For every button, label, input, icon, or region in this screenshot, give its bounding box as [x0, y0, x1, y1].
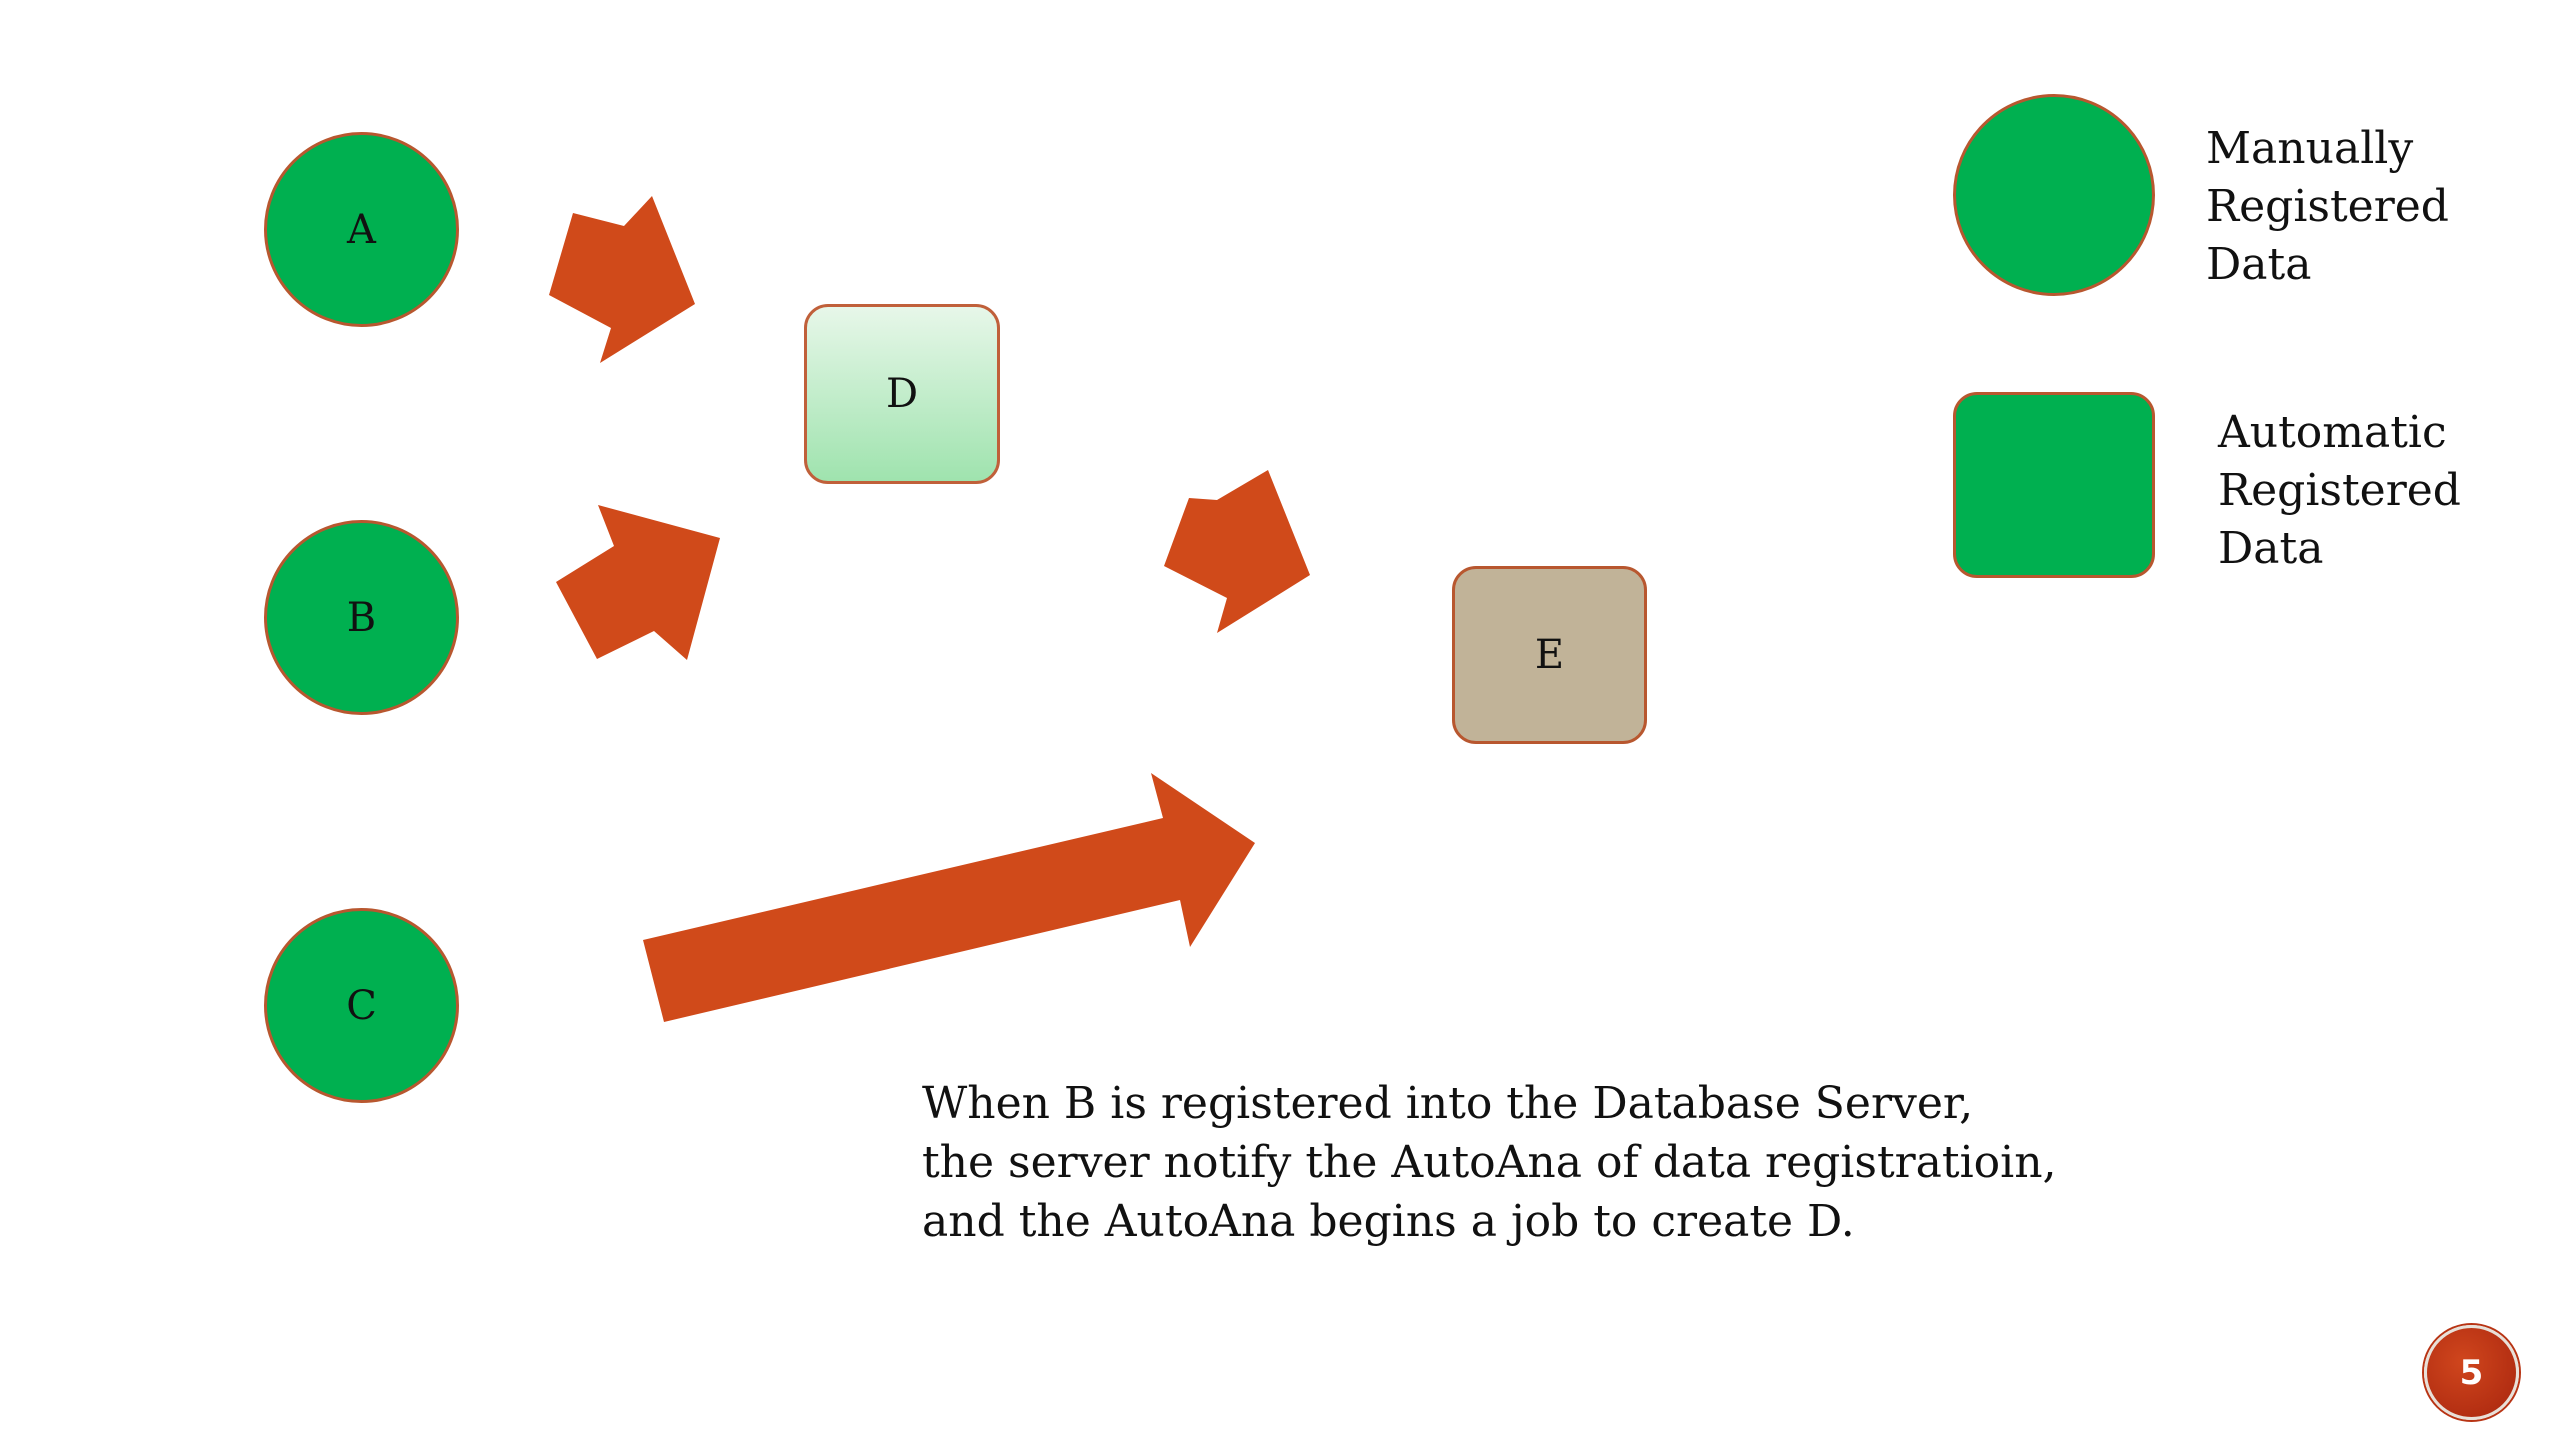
- node-d: D: [804, 304, 1000, 484]
- node-c: C: [264, 908, 459, 1103]
- legend-manual-line: Registered: [2206, 181, 2449, 232]
- page-number: 5: [2459, 1352, 2484, 1393]
- caption-line: the server notify the AutoAna of data re…: [922, 1137, 2057, 1188]
- legend-manual-line: Manually: [2206, 123, 2414, 174]
- node-d-label: D: [885, 371, 919, 417]
- node-a-label: A: [347, 206, 376, 253]
- legend-automatic-line: Registered: [2218, 465, 2461, 516]
- caption-line: When B is registered into the Database S…: [922, 1078, 1974, 1129]
- legend-automatic-label: Automatic Registered Data: [2218, 404, 2461, 578]
- arrow-b-to-d: [556, 505, 720, 660]
- legend-manual-label: Manually Registered Data: [2206, 120, 2449, 294]
- arrow-c-to-e: [643, 773, 1255, 1022]
- node-b-label: B: [346, 594, 377, 641]
- legend-automatic-line: Automatic: [2218, 407, 2447, 458]
- node-a: A: [264, 132, 459, 327]
- caption-text: When B is registered into the Database S…: [922, 1074, 2057, 1251]
- arrow-d-to-e: [1164, 470, 1310, 633]
- node-c-label: C: [346, 982, 377, 1029]
- legend-manual-swatch: [1953, 94, 2155, 296]
- page-number-badge: 5: [2424, 1325, 2519, 1420]
- caption-line: and the AutoAna begins a job to create D…: [922, 1196, 1855, 1247]
- node-e-label: E: [1534, 632, 1565, 678]
- legend-automatic-swatch: [1953, 392, 2155, 578]
- legend-manual-line: Data: [2206, 239, 2312, 290]
- legend-automatic-line: Data: [2218, 523, 2324, 574]
- node-e: E: [1452, 566, 1647, 744]
- node-b: B: [264, 520, 459, 715]
- arrow-a-to-d: [549, 196, 695, 363]
